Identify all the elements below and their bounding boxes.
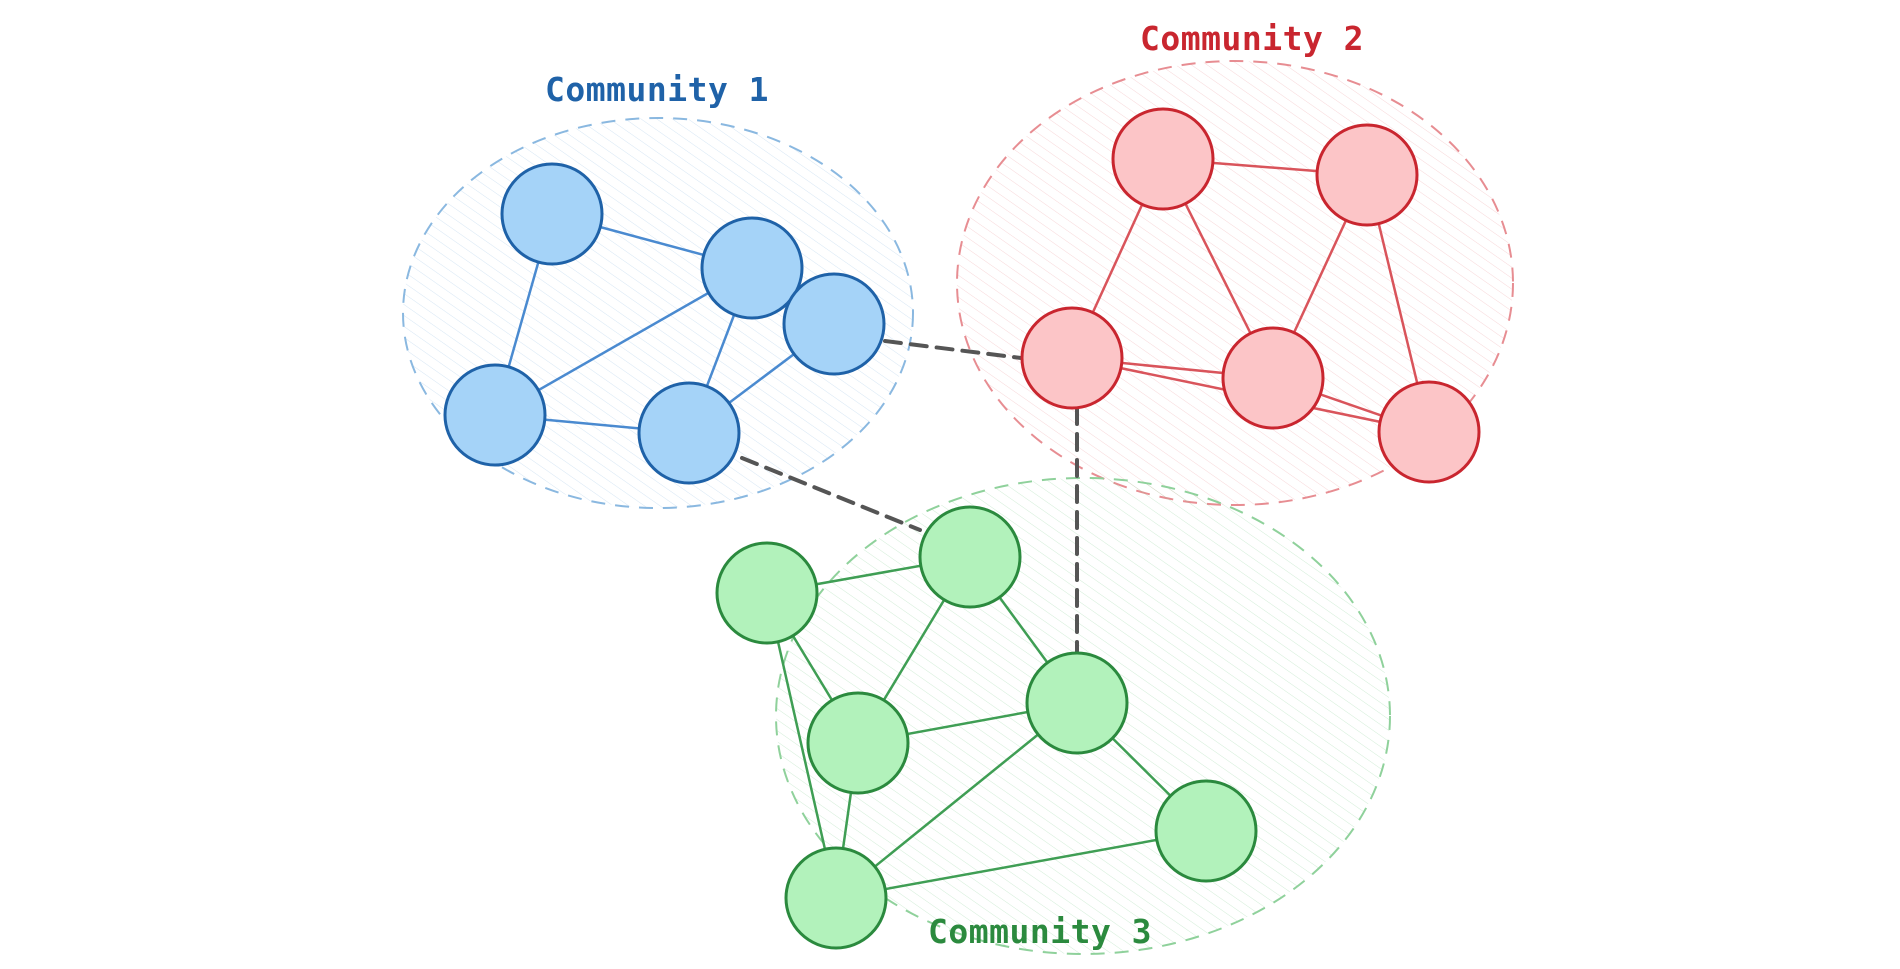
inter-edge-c1-c2 (883, 339, 1023, 360)
community-1-nodes (443, 162, 886, 485)
node (1315, 123, 1419, 227)
node (1377, 380, 1481, 484)
community-2-nodes (1020, 107, 1481, 484)
node (1111, 107, 1215, 211)
node (1154, 779, 1258, 883)
node (637, 381, 741, 485)
node (1221, 326, 1325, 430)
inter-edge-c1-c3 (740, 456, 922, 532)
edge (835, 829, 1207, 900)
node (715, 541, 819, 645)
node (500, 162, 604, 266)
community-3-label: Community 3 (928, 912, 1152, 951)
community-1-label: Community 1 (545, 70, 769, 109)
node (1020, 306, 1124, 410)
community-2-label: Community 2 (1140, 19, 1364, 58)
node (700, 216, 804, 320)
node (918, 505, 1022, 609)
inter-community-edges (740, 339, 1079, 657)
node (806, 691, 910, 795)
node (443, 363, 547, 467)
edge (765, 592, 838, 899)
node (1025, 651, 1129, 755)
edge (835, 702, 1078, 899)
node (784, 846, 888, 950)
community-3-nodes (715, 505, 1258, 950)
node (782, 272, 886, 376)
